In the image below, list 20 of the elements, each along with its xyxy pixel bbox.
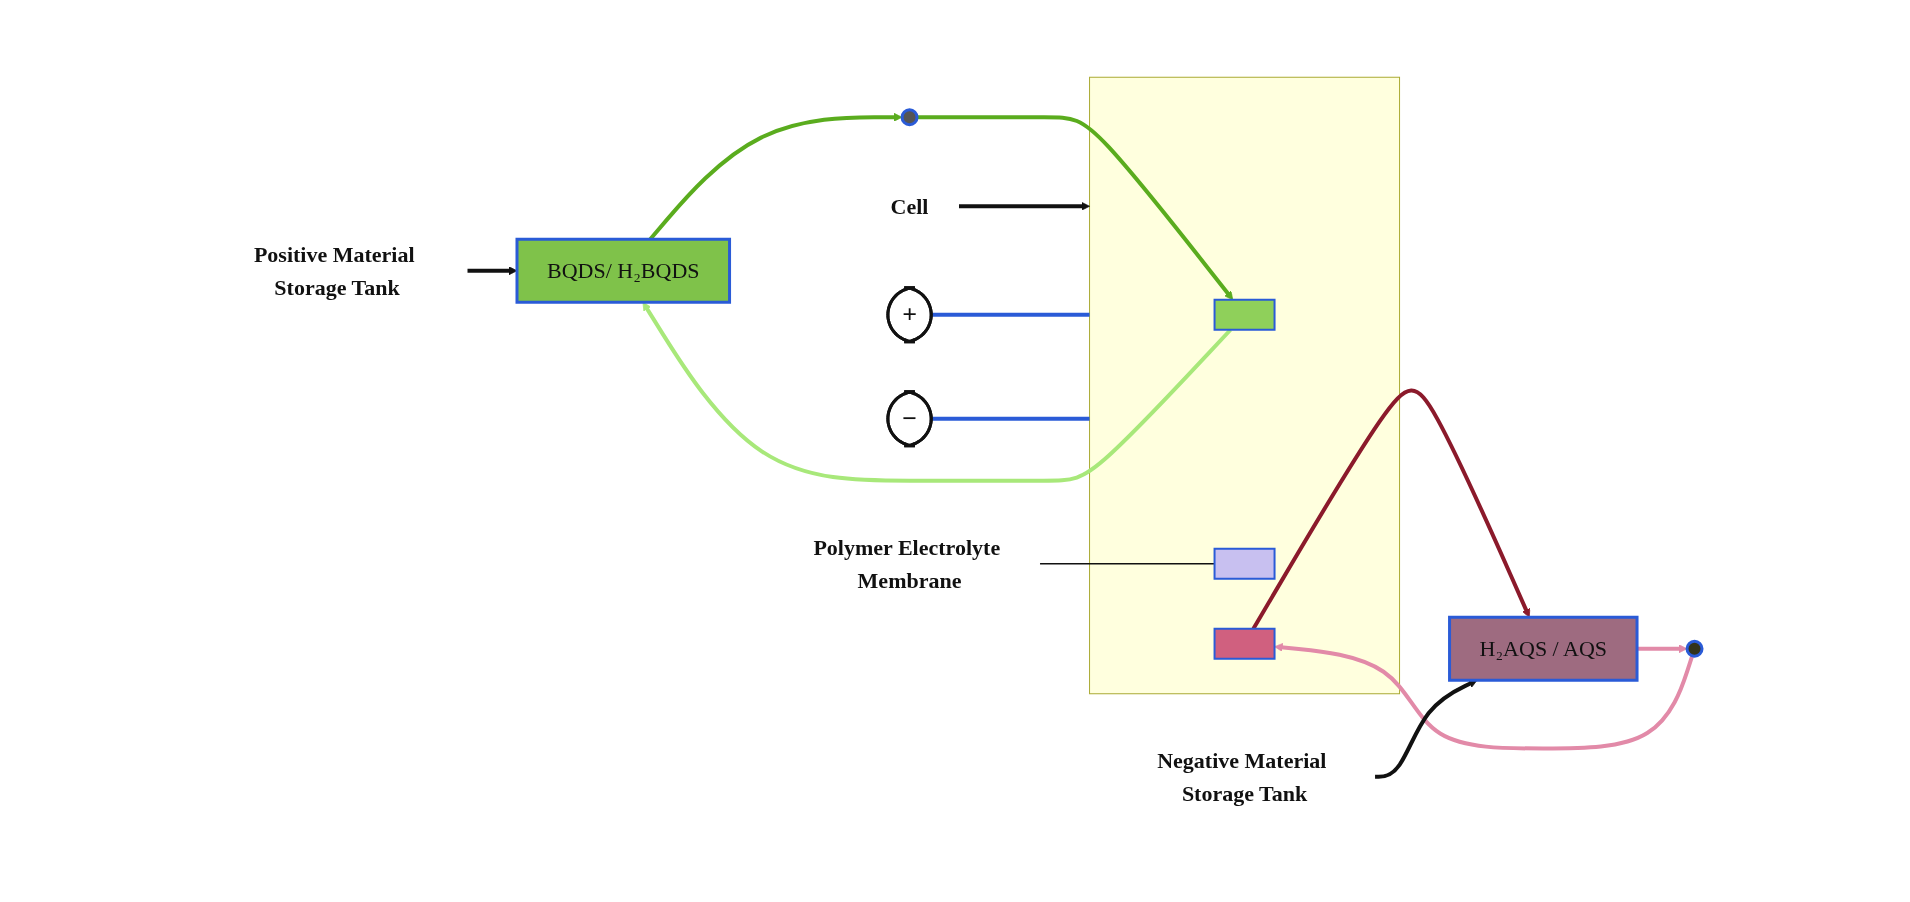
connector bbox=[931, 416, 1091, 421]
connector bbox=[931, 312, 1091, 317]
arrow bbox=[467, 266, 518, 276]
node-text: Cell bbox=[891, 193, 929, 219]
node-box: BQDS/ H₂BQDS bbox=[516, 237, 732, 304]
arrow bbox=[1252, 389, 1531, 630]
node-text: Positive Material Storage Tank bbox=[254, 241, 416, 300]
arrow bbox=[1637, 644, 1688, 654]
node-text: Polymer Electrolyte Membrane bbox=[813, 534, 1001, 593]
cluster bbox=[1089, 76, 1401, 695]
node-box: H₂AQS / AQS bbox=[1448, 615, 1639, 682]
node-bar bbox=[1214, 547, 1277, 580]
node-box bbox=[1214, 627, 1277, 660]
node-text: Negative Material Storage Tank bbox=[1157, 747, 1327, 806]
connector bbox=[1039, 563, 1216, 565]
node-circle bbox=[1686, 639, 1704, 658]
node-box bbox=[1214, 298, 1277, 331]
arrow bbox=[917, 115, 1234, 301]
arrow bbox=[959, 201, 1091, 211]
node-circle bbox=[901, 108, 920, 127]
